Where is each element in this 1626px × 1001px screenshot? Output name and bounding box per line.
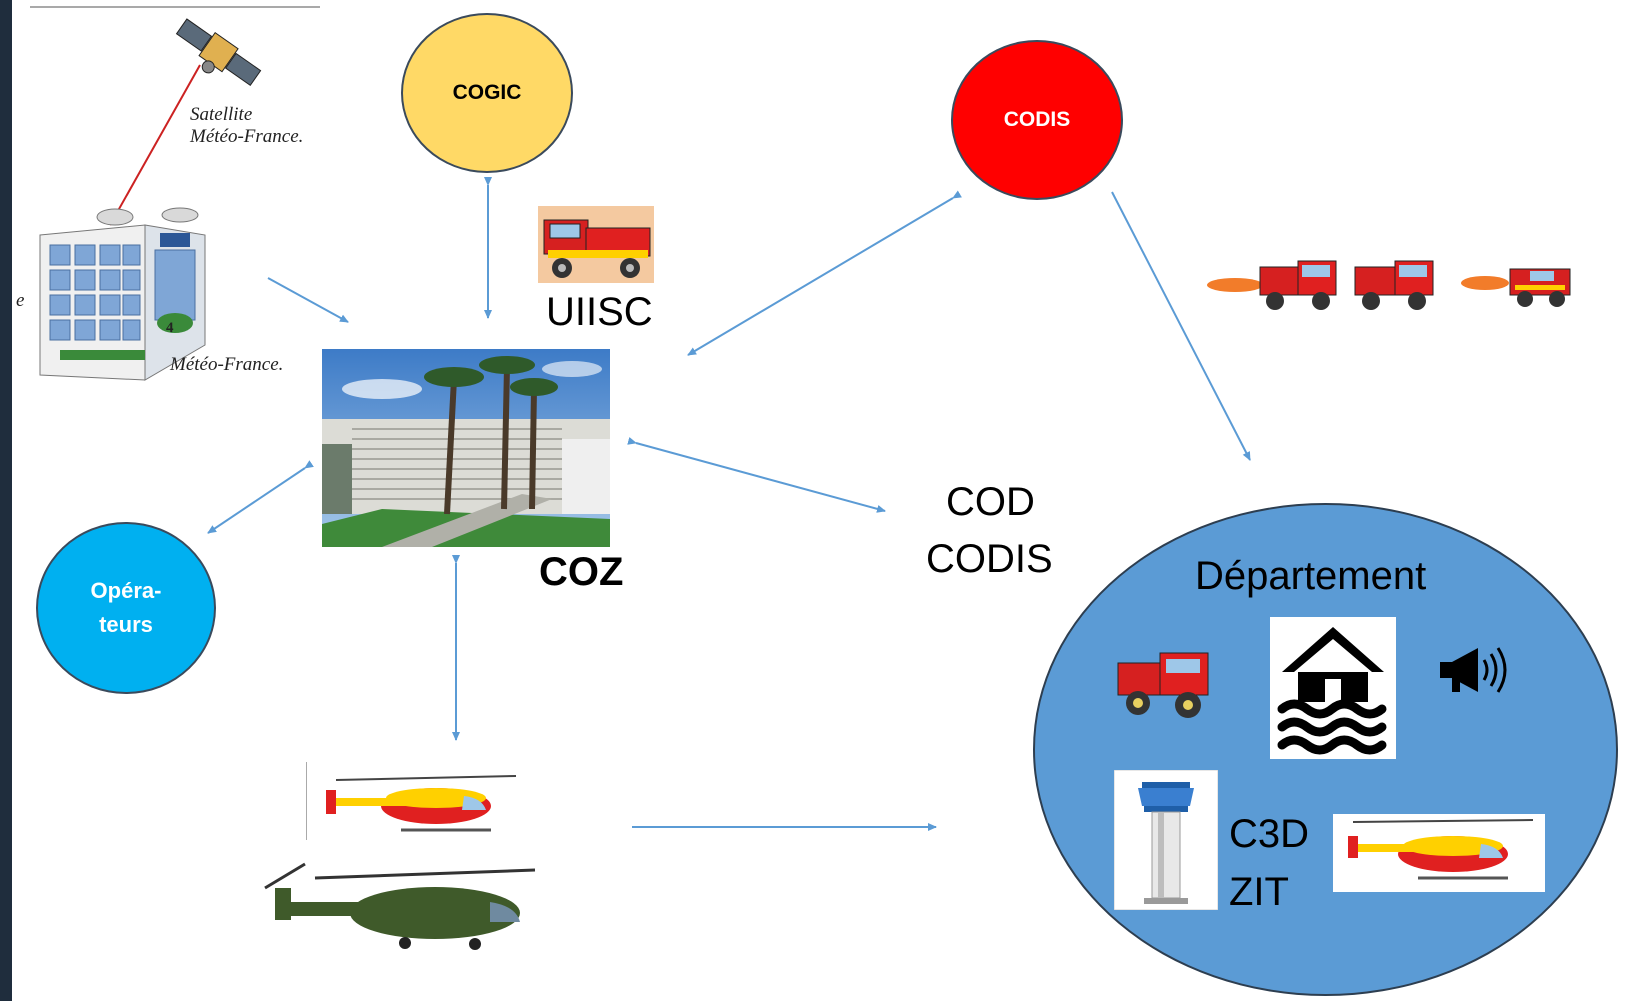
meteo-marker: 4 bbox=[166, 320, 174, 336]
zit-label: ZIT bbox=[1229, 870, 1289, 914]
meteo-france-caption: Météo-France. bbox=[170, 354, 284, 375]
control-tower-icon bbox=[1114, 770, 1218, 910]
coz-label: COZ bbox=[539, 550, 624, 594]
satellite-icon bbox=[175, 18, 262, 87]
satellite-caption-line1: Satellite bbox=[190, 104, 253, 125]
codis-label: CODIS bbox=[1003, 108, 1071, 131]
helicopter-military-icon bbox=[264, 862, 536, 950]
cogic-label: COGIC bbox=[452, 81, 522, 104]
arrow-codis-coz bbox=[687, 190, 962, 356]
satellite-caption: Satellite Météo-France. bbox=[190, 104, 303, 148]
coz-building-photo bbox=[322, 349, 610, 547]
edge-letter: e bbox=[16, 290, 25, 311]
satellite-beam bbox=[109, 64, 201, 226]
codis-center-label: CODIS bbox=[926, 537, 1053, 581]
helicopter-civil-icon bbox=[306, 762, 518, 840]
departement-helicopter-icon bbox=[1333, 814, 1545, 892]
codis-node: CODIS bbox=[951, 40, 1123, 200]
arrow-codis-departement bbox=[1111, 191, 1251, 461]
satellite-caption-line2: Météo-France. bbox=[190, 126, 304, 147]
operateurs-node: Opéra- teurs bbox=[36, 522, 216, 694]
flood-house-icon bbox=[1270, 617, 1396, 759]
cogic-node: COGIC bbox=[401, 13, 573, 173]
arrow-coz-operateurs bbox=[207, 460, 314, 534]
departement-fire-truck-icon bbox=[1117, 652, 1209, 718]
operateurs-label: Opéra- teurs bbox=[90, 578, 162, 637]
c3d-label: C3D bbox=[1229, 812, 1310, 856]
fire-truck-icon bbox=[538, 206, 654, 283]
top-divider bbox=[30, 6, 320, 8]
arrow-meteo-coz bbox=[267, 277, 349, 323]
cod-label: COD bbox=[946, 480, 1035, 524]
meteo-building-icon bbox=[39, 207, 206, 381]
megaphone-icon bbox=[1440, 647, 1507, 693]
left-edge-bar bbox=[0, 0, 12, 1001]
vehicle-convoy-icon bbox=[1207, 260, 1571, 310]
uiisc-label: UIISC bbox=[546, 290, 653, 334]
departement-label: Département bbox=[1195, 554, 1427, 598]
arrow-coz-codcodis bbox=[627, 437, 886, 513]
